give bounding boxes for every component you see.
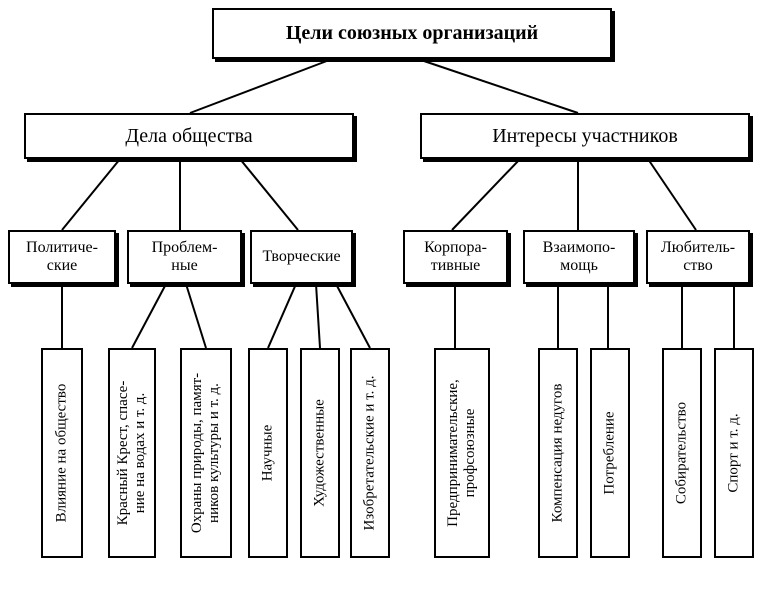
node-member-interests-label: Интересы участников bbox=[492, 124, 678, 147]
leaf-collecting: Собирательство bbox=[662, 348, 702, 558]
leaf-entrepreneur-line1: Предпринимательские, bbox=[444, 379, 461, 527]
node-problem: Проблем- ные bbox=[127, 230, 242, 284]
node-society-affairs: Дела общества bbox=[24, 113, 354, 159]
leaf-artistic-text: Художественные bbox=[311, 399, 328, 507]
leaf-collecting-line1: Собирательство bbox=[673, 401, 690, 505]
node-corporate-line2: тивные bbox=[430, 257, 481, 274]
connector-line bbox=[189, 58, 333, 114]
node-problem-line1: Проблем- bbox=[151, 238, 218, 256]
leaf-red-cross-line1: Красный Крест, спасе- bbox=[114, 380, 131, 526]
leaf-artistic-line1: Художественные bbox=[311, 399, 328, 507]
node-creative-label: Творческие bbox=[262, 247, 341, 265]
leaf-influence-text: Влияние на общество bbox=[53, 384, 70, 523]
leaf-consumption-text: Потребление bbox=[601, 411, 618, 494]
leaf-entrepreneur-line2: профсоюзные bbox=[462, 408, 478, 498]
connector-line bbox=[61, 158, 121, 231]
node-amateur: Любитель- ство bbox=[646, 230, 750, 284]
node-corporate: Корпора- тивные bbox=[403, 230, 508, 284]
node-mutual-aid-line1: Взаимопо- bbox=[542, 238, 616, 256]
connector-line bbox=[647, 158, 697, 231]
node-corporate-line1: Корпора- bbox=[424, 238, 487, 256]
leaf-sport: Спорт и т. д. bbox=[714, 348, 754, 558]
leaf-nature-line1: Охраны природы, памят- bbox=[188, 372, 205, 534]
leaf-red-cross-text: Красный Крест, спасе- ние на водах и т. … bbox=[115, 381, 150, 526]
leaf-scientific-text: Научные bbox=[259, 425, 276, 482]
node-political: Политиче- ские bbox=[8, 230, 116, 284]
leaf-collecting-text: Собирательство bbox=[673, 402, 690, 504]
node-political-line2: ские bbox=[46, 257, 78, 274]
leaf-influence-line1: Влияние на общество bbox=[53, 383, 70, 523]
connector-line bbox=[239, 158, 299, 231]
leaf-nature-line2: ников культуры и т. д. bbox=[206, 383, 222, 523]
leaf-inventive: Изобретательские и т. д. bbox=[350, 348, 390, 558]
leaf-scientific-line1: Научные bbox=[259, 424, 276, 482]
connector-line bbox=[131, 283, 167, 349]
connector-line bbox=[451, 158, 521, 231]
leaf-red-cross: Красный Крест, спасе- ние на водах и т. … bbox=[108, 348, 156, 558]
leaf-inventive-text: Изобретательские и т. д. bbox=[361, 376, 378, 531]
leaf-red-cross-line2: ние на водах и т. д. bbox=[132, 392, 148, 514]
leaf-inventive-line1: Изобретательские и т. д. bbox=[361, 375, 378, 531]
node-political-line1: Политиче- bbox=[26, 238, 98, 256]
node-amateur-line1: Любитель- bbox=[660, 238, 736, 256]
leaf-compensation-text: Компенсация недугов bbox=[549, 384, 566, 523]
leaf-consumption: Потребление bbox=[590, 348, 630, 558]
connector-line bbox=[185, 283, 207, 349]
node-member-interests: Интересы участников bbox=[420, 113, 750, 159]
node-mutual-aid: Взаимопо- мощь bbox=[523, 230, 635, 284]
root-node: Цели союзных организаций bbox=[212, 8, 612, 59]
node-creative: Творческие bbox=[250, 230, 353, 284]
leaf-consumption-line1: Потребление bbox=[601, 411, 618, 495]
leaf-artistic: Художественные bbox=[300, 348, 340, 558]
leaf-nature: Охраны природы, памят- ников культуры и … bbox=[180, 348, 232, 558]
leaf-sport-text: Спорт и т. д. bbox=[725, 413, 742, 492]
leaf-scientific: Научные bbox=[248, 348, 288, 558]
leaf-sport-line1: Спорт и т. д. bbox=[725, 413, 742, 493]
leaf-influence: Влияние на общество bbox=[41, 348, 83, 558]
leaf-compensation: Компенсация недугов bbox=[538, 348, 578, 558]
root-label: Цели союзных организаций bbox=[285, 22, 539, 44]
node-society-affairs-label: Дела общества bbox=[125, 124, 253, 147]
node-problem-line2: ные bbox=[171, 257, 198, 274]
leaf-nature-text: Охраны природы, памят- ников культуры и … bbox=[189, 373, 224, 533]
leaf-compensation-line1: Компенсация недугов bbox=[549, 383, 566, 523]
connector-line bbox=[267, 283, 297, 349]
node-mutual-aid-line2: мощь bbox=[560, 257, 598, 274]
connector-line bbox=[315, 283, 321, 349]
connector-line bbox=[417, 58, 579, 114]
leaf-entrepreneur: Предпринимательские, профсоюзные bbox=[434, 348, 490, 558]
node-amateur-line2: ство bbox=[683, 257, 713, 274]
connector-line bbox=[335, 283, 371, 349]
leaf-entrepreneur-text: Предпринимательские, профсоюзные bbox=[445, 379, 480, 527]
